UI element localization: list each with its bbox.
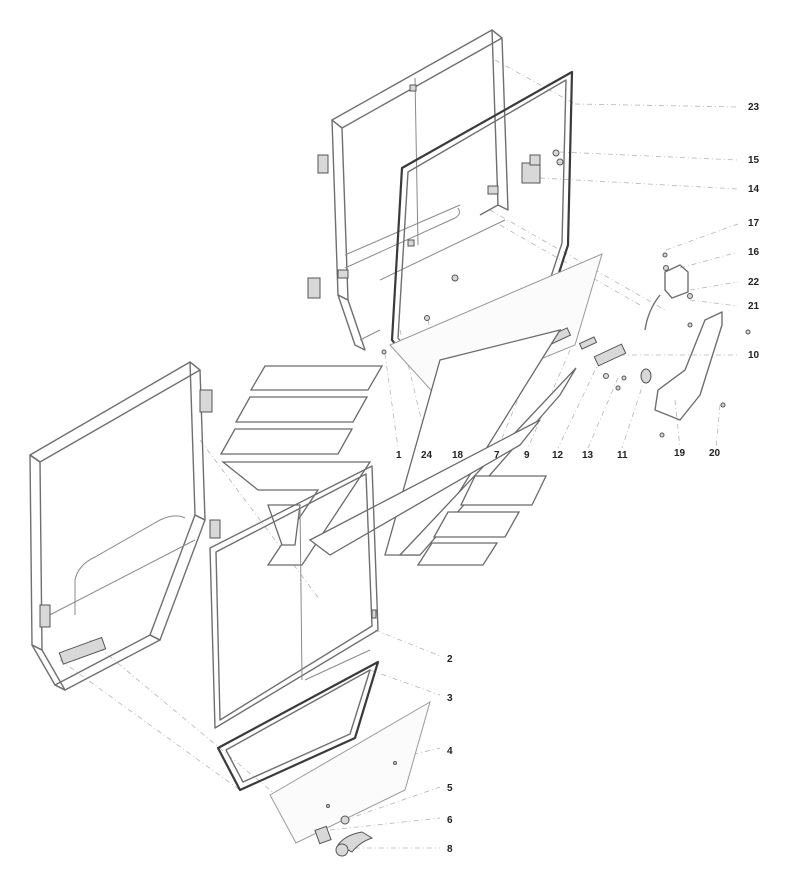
seal-3 [216, 660, 380, 792]
callout-7: 7 [494, 450, 500, 461]
callout-13: 13 [582, 450, 594, 461]
upper-door-frame [307, 29, 509, 351]
sliding-glass-frame-2 [209, 465, 379, 729]
callout-9: 9 [524, 450, 530, 461]
lower-door-frame [29, 361, 221, 691]
callout-15: 15 [748, 155, 760, 166]
callout-24: 24 [421, 450, 433, 461]
callout-19: 19 [674, 448, 686, 459]
callout-11: 11 [617, 450, 628, 461]
callout-1: 1 [396, 450, 402, 461]
callout-3: 3 [447, 693, 453, 704]
callout-23: 23 [748, 102, 760, 113]
cover-19 [654, 311, 751, 438]
callout-6: 6 [447, 815, 453, 826]
callout-16: 16 [748, 247, 760, 258]
callout-20: 20 [709, 448, 721, 459]
handle-assembly [644, 252, 693, 331]
latch-parts [314, 815, 374, 857]
watermark-logo [219, 328, 577, 566]
callout-21: 21 [748, 301, 760, 312]
callout-10: 10 [748, 350, 760, 361]
small-hardware-upper [381, 239, 652, 391]
callout-12: 12 [552, 450, 564, 461]
callout-18: 18 [452, 450, 464, 461]
callout-2: 2 [447, 654, 453, 665]
callout-17: 17 [748, 218, 760, 229]
lock-mechanism [479, 149, 564, 216]
callout-8: 8 [447, 844, 453, 855]
callout-labels: 23 15 14 17 16 22 21 10 1 24 18 7 9 12 1… [396, 102, 760, 855]
callout-22: 22 [748, 277, 760, 288]
callout-14: 14 [748, 184, 760, 195]
glass-pane-4 [269, 700, 431, 844]
callout-4: 4 [447, 746, 453, 757]
callout-5: 5 [447, 783, 453, 794]
